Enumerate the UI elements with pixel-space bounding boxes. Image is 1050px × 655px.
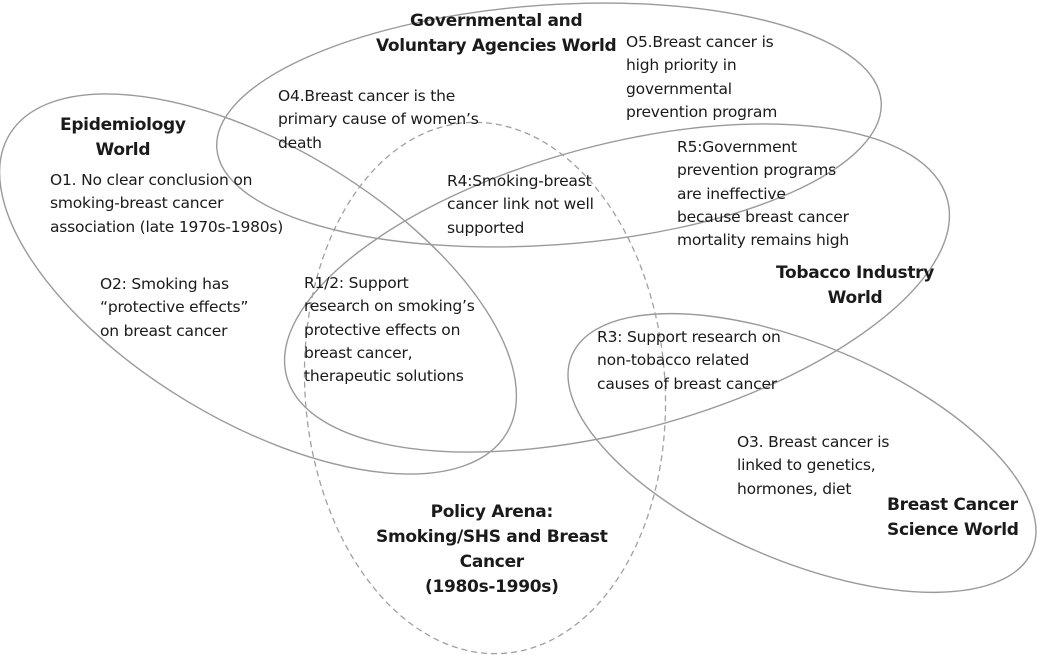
governmental-world-ellipse (216, 2, 882, 248)
statement-r5: R5:Government prevention programs are in… (677, 138, 850, 250)
statement-o1: O1. No clear conclusion on smoking-breas… (50, 171, 284, 236)
policy-arena-title: Policy Arena: Smoking/SHS and Breast Can… (376, 502, 608, 597)
statement-o5: O5.Breast cancer is high priority in gov… (626, 33, 778, 121)
epidemiology-world-ellipse (0, 93, 518, 475)
statement-r1-2: R1/2: Support research on smoking’s prot… (304, 274, 475, 386)
statement-o2: O2: Smoking has “protective effects” on … (100, 275, 249, 340)
governmental-world-title: Governmental and Voluntary Agencies Worl… (376, 11, 617, 56)
tobacco-world-ellipse (283, 123, 951, 453)
epidemiology-world-title: Epidemiology World (60, 115, 186, 160)
breast-cancer-science-world-ellipse (567, 312, 1037, 594)
tobacco-world-title: Tobacco Industry World (776, 263, 935, 308)
statement-r4: R4:Smoking-breast cancer link not well s… (447, 172, 594, 237)
breast-cancer-science-world-title: Breast Cancer Science World (887, 495, 1019, 540)
statement-o4: O4.Breast cancer is the primary cause of… (278, 87, 479, 152)
policy-arena-ellipse (303, 121, 667, 655)
statement-r3: R3: Support research on non-tobacco rela… (597, 328, 781, 393)
statement-o3: O3. Breast cancer is linked to genetics,… (737, 433, 890, 498)
